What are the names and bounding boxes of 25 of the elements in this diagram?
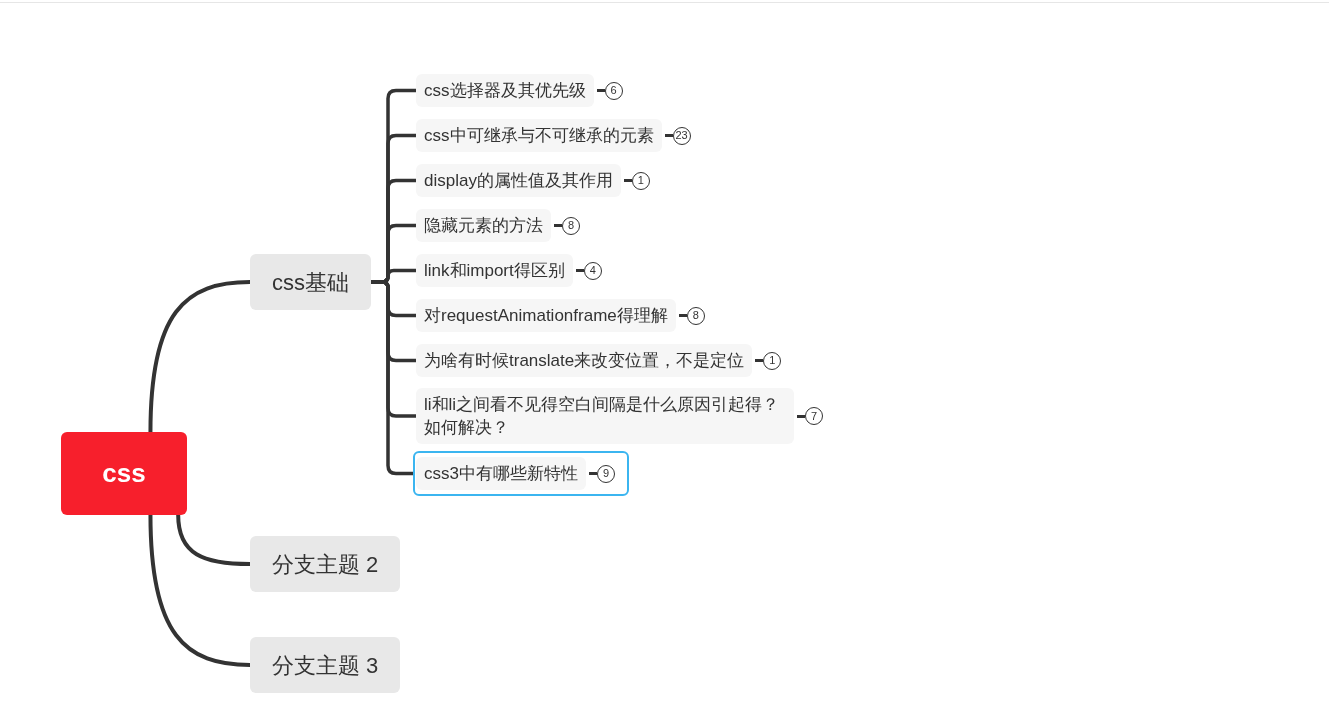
count-badge: 7 [805, 407, 823, 425]
subtopic: li和li之间看不见得空白间隔是什么原因引起得？如何解决？ [416, 388, 794, 444]
count-badge: 1 [763, 351, 782, 370]
count-badge: 6 [604, 81, 623, 100]
subtopic: 隐藏元素的方法 [416, 209, 551, 242]
subtopic: link和import得区别 [416, 254, 573, 287]
branch-curve [148, 514, 251, 667]
count-badge: 23 [672, 126, 691, 145]
count-badge: 8 [562, 216, 580, 235]
subtopic: css3中有哪些新特性 [416, 457, 586, 490]
count-badge: 9 [596, 464, 615, 483]
branch-curve [148, 280, 251, 433]
subtopic: 对requestAnimationframe得理解 [416, 299, 676, 332]
count-badge: 4 [583, 261, 602, 280]
central-topic: css [61, 432, 187, 515]
count-badge: 8 [686, 306, 705, 325]
subtopic: display的属性值及其作用 [416, 164, 621, 197]
subtopic: 为啥有时候translate来改变位置，不是定位 [416, 344, 753, 377]
count-badge: 1 [631, 171, 650, 190]
subtopic: css选择器及其优先级 [416, 74, 594, 107]
main-topic: 分支主题 3 [250, 637, 401, 693]
branch-curve [176, 514, 251, 566]
main-topic: 分支主题 2 [250, 536, 401, 592]
subtopic: css中可继承与不可继承的元素 [416, 119, 662, 152]
main-topic: css基础 [250, 254, 371, 310]
